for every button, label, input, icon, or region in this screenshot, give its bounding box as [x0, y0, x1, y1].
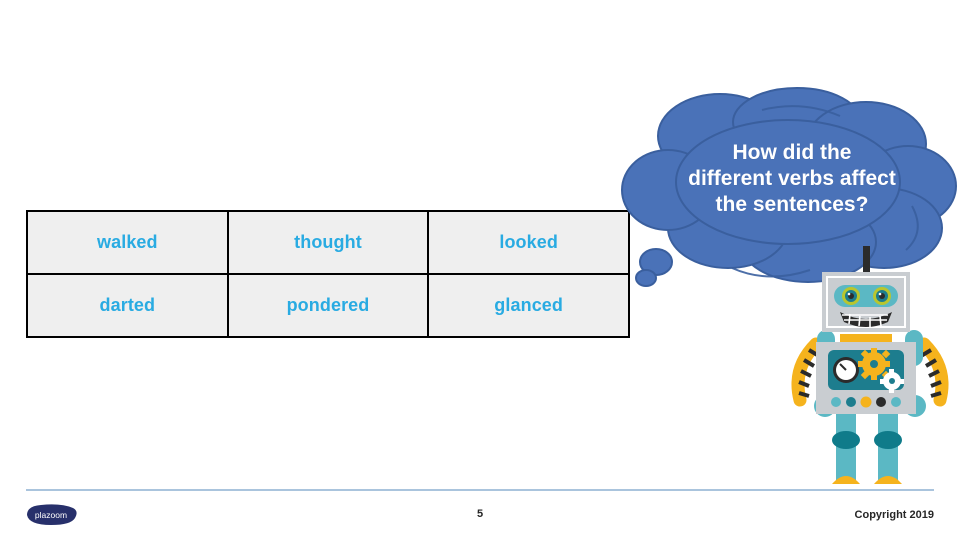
status-button — [846, 397, 856, 407]
status-button — [876, 397, 886, 407]
plazoom-logo: plazoom — [27, 504, 77, 525]
table-cell: pondered — [226, 273, 430, 338]
eye-left — [842, 287, 860, 305]
neck-bar — [840, 334, 892, 344]
copyright-notice: Copyright 2019 — [854, 509, 934, 521]
thought-bubble-shape — [621, 87, 957, 287]
bubble-line-1: How did the — [732, 141, 852, 164]
page-number: 5 — [476, 508, 484, 520]
right-foot — [874, 476, 902, 484]
thought-bubble-text: How did the different verbs affect the s… — [646, 140, 938, 218]
table-cell: looked — [427, 210, 630, 275]
button-row — [831, 396, 901, 408]
table-cell: walked — [26, 210, 229, 275]
table-row: walked thought looked — [26, 210, 630, 275]
status-button — [860, 396, 872, 408]
robot-head — [822, 272, 910, 332]
verbs-word-table: walked thought looked darted pondered gl… — [26, 210, 630, 338]
robot-illustration — [791, 246, 949, 484]
robot-torso — [816, 342, 916, 414]
gear-white — [880, 369, 904, 393]
antenna-icon — [863, 246, 870, 272]
table-row: darted pondered glanced — [26, 273, 630, 338]
left-foot — [832, 476, 860, 484]
bubble-line-3: the sentences? — [715, 193, 869, 216]
gauge-dial — [833, 357, 859, 383]
plazoom-logo-text: plazoom — [35, 510, 67, 520]
left-leg — [832, 414, 860, 484]
footer-divider — [26, 489, 934, 491]
eye-right — [873, 287, 891, 305]
table-cell: glanced — [427, 273, 630, 338]
status-button — [891, 397, 901, 407]
table-cell: darted — [26, 273, 229, 338]
table-cell: thought — [226, 210, 430, 275]
right-leg — [874, 414, 902, 484]
bubble-line-2: different verbs affect — [688, 167, 896, 190]
gear-yellow — [858, 348, 891, 380]
right-knee — [874, 431, 902, 449]
left-knee — [832, 431, 860, 449]
mouth-grin — [840, 312, 892, 327]
thought-bubble: How did the different verbs affect the s… — [612, 86, 960, 291]
status-button — [831, 397, 841, 407]
